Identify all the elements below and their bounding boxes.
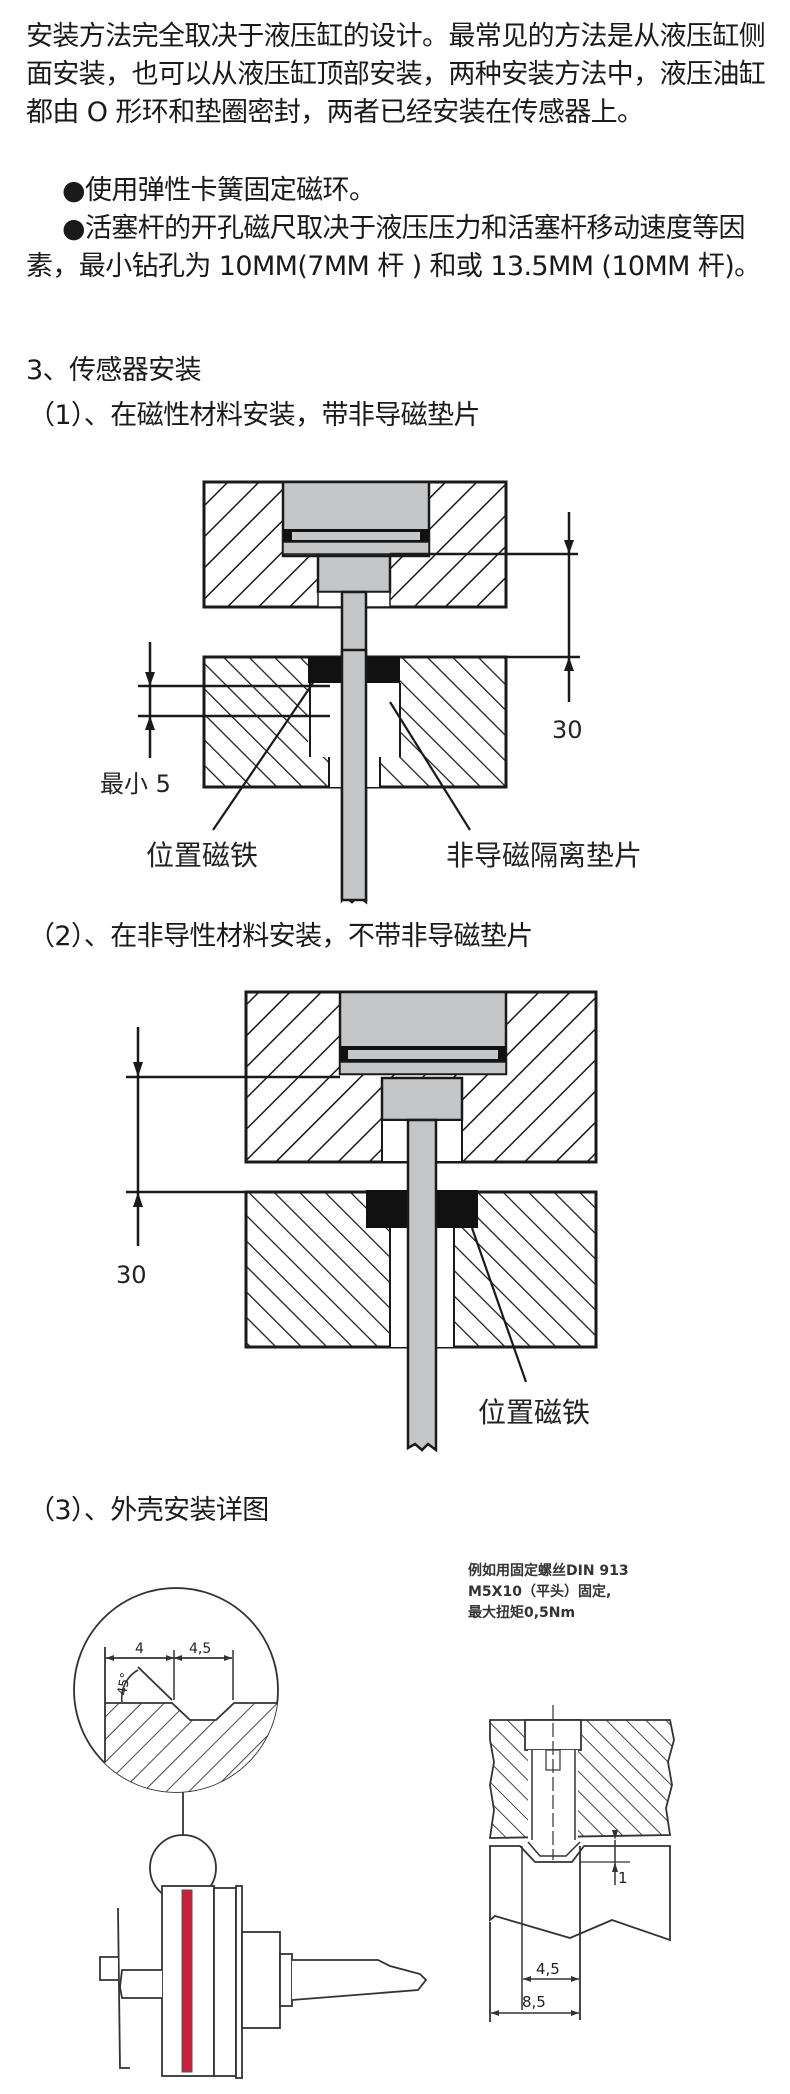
detail-dim-4-5: 4,5	[189, 1641, 211, 1657]
figure-2-caption: （2）、在非导性材料安装，不带非导磁垫片	[28, 921, 533, 952]
magnet-label: 位置磁铁	[146, 839, 258, 872]
sensor-side-view	[99, 1834, 428, 2079]
screw-note-line-3: 最大扭矩0,5Nm	[468, 1604, 575, 1621]
detail-dim-4: 4	[135, 1641, 144, 1657]
dimension-30: 30	[116, 1027, 340, 1289]
bullet-magnet-ring: ●使用弹性卡簧固定磁环。	[62, 175, 376, 206]
figure-1-diagram: 30 最小 5 位置磁铁 非导磁隔离垫片	[100, 480, 642, 905]
min-5-label: 最小 5	[100, 770, 171, 798]
piston-block	[202, 648, 508, 902]
set-screw-section: 1 4,5 8,5	[488, 1705, 675, 2022]
figure-2-diagram: 30 位置磁铁	[116, 990, 598, 1453]
sensor-rod	[406, 1118, 438, 1453]
sensor-housing-block	[202, 480, 508, 609]
spacer-leader-line	[389, 701, 471, 831]
groove-detail-view: 4 4,5 45°	[73, 1587, 279, 1836]
o-ring-seal	[181, 1889, 193, 2073]
figure-3-diagram: 4 4,5 45° 例如用固定螺丝DIN 913 M5X10（平头）固定, 最大…	[73, 1562, 675, 2079]
dimension-min-5: 最小 5	[100, 642, 330, 798]
detail-angle-45: 45°	[115, 1671, 134, 1696]
magnet-leader-line	[212, 682, 314, 831]
dimension-30-label: 30	[116, 1261, 147, 1289]
spacer-label: 非导磁隔离垫片	[446, 839, 642, 872]
screw-note-line-2: M5X10（平头）固定,	[468, 1583, 611, 1600]
section-title: 3、传感器安装	[26, 355, 202, 386]
dimension-30: 30	[390, 512, 583, 744]
screw-note-line-1: 例如用固定螺丝DIN 913	[468, 1562, 629, 1579]
bullet-drill-hole: ●活塞杆的开孔磁尺取决于液压压力和活塞杆移动速度等因素，最小钻孔为 10MM(7…	[26, 213, 761, 282]
screw-dim-1: 1	[618, 1869, 628, 1887]
screw-dim-4-5: 4,5	[536, 1960, 560, 1978]
figure-1-caption: （1）、在磁性材料安装，带非导磁垫片	[28, 400, 480, 431]
magnet-leader-line	[470, 1227, 528, 1383]
intro-paragraph: 安装方法完全取决于液压缸的设计。最常见的方法是从液压缸侧面安装，也可以从液压缸顶…	[26, 21, 766, 128]
dimension-30-label: 30	[552, 716, 583, 744]
screw-dim-8-5: 8,5	[522, 1993, 546, 2011]
figure-3-caption: （3）、外壳安装详图	[28, 1495, 269, 1526]
magnet-label: 位置磁铁	[478, 1396, 590, 1429]
